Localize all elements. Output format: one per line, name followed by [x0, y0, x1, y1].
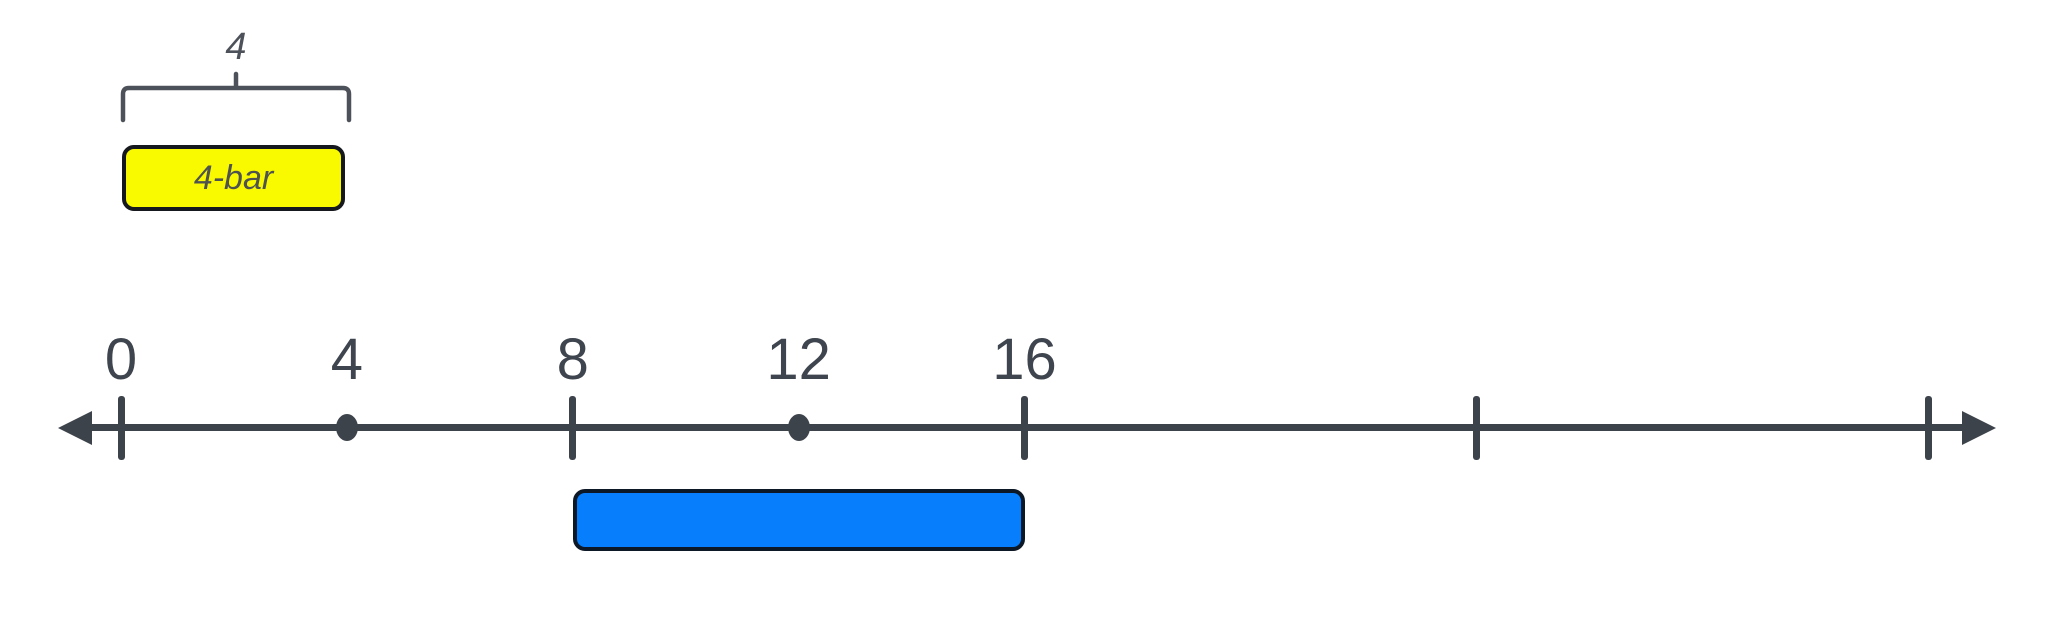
bracket-icon	[120, 71, 352, 123]
axis-dot-12	[787, 414, 810, 441]
axis-arrow-left-icon	[58, 411, 92, 445]
axis-label-0: 0	[104, 327, 138, 392]
axis-tick-8	[569, 396, 577, 460]
four-bar-label: 4-bar	[193, 158, 274, 197]
axis-tick-16	[1021, 396, 1029, 460]
bracket-length-label: 4	[225, 26, 247, 68]
axis-tick-24	[1472, 396, 1480, 460]
axis-label-12: 12	[766, 327, 831, 392]
axis-tick-0	[117, 396, 125, 460]
axis-tick-32	[1924, 396, 1932, 460]
axis-label-16: 16	[992, 327, 1057, 392]
axis-arrow-right-icon	[1962, 411, 1996, 445]
four-bar-template[interactable]: 4-bar	[122, 145, 345, 211]
axis-dot-4	[335, 414, 358, 441]
axis-label-8: 8	[556, 327, 589, 392]
placed-blue-bar[interactable]	[572, 489, 1025, 551]
axis-label-4: 4	[330, 327, 363, 392]
